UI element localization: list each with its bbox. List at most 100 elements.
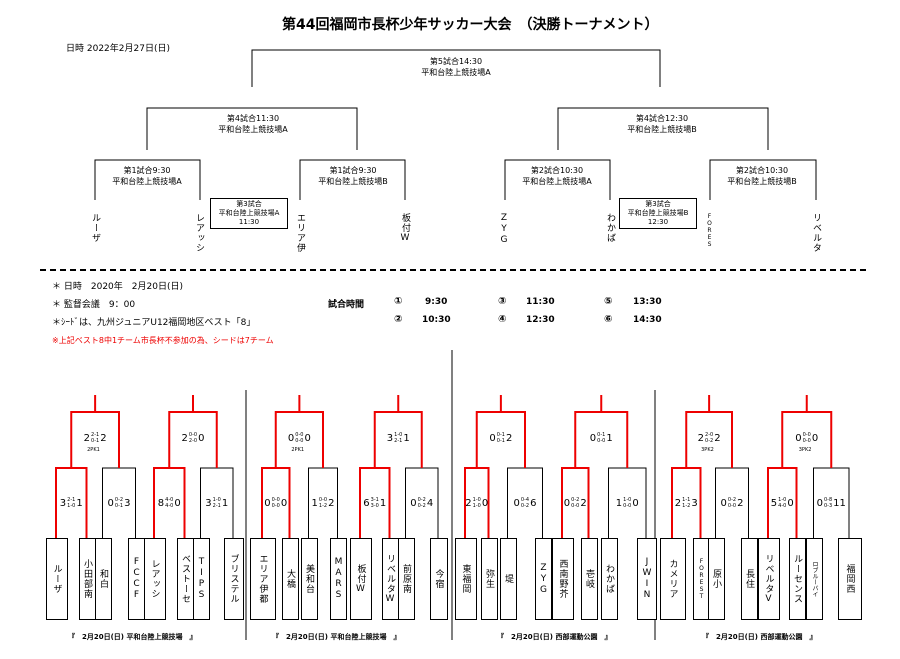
final-team-8: リベルタ [811, 213, 821, 253]
team-name: 今宿 [433, 569, 444, 589]
team-name: 堤 [503, 574, 513, 584]
team-name: 大橋 [285, 569, 295, 589]
team-box: ベストーセ [177, 538, 194, 620]
date-label: 日時 2022年2月27日(日) [66, 44, 170, 54]
team-box: 美和台 [301, 538, 318, 620]
top-score-left-pk: 2PK1 [291, 447, 305, 453]
team-name: 壱岐 [584, 569, 594, 589]
team-box: 前原南 [398, 538, 415, 620]
team-box: ブリステル [224, 538, 244, 620]
info-note: ※上記ベスト8中1チーム市長杯不参加の為、シードは7チーム [52, 336, 274, 345]
team-box: MARS [330, 538, 347, 620]
team-name: 長住 [744, 569, 754, 589]
time-no-1: ① [394, 296, 403, 307]
team-box: 長住 [741, 538, 758, 620]
team-name: エリア伊都 [257, 554, 268, 604]
team-box: ルーセンス [789, 538, 806, 620]
team-box: ZYG [535, 538, 552, 620]
team-name: 西南野芥 [557, 559, 568, 599]
team-name: カメリア [667, 559, 678, 599]
team-box: JWIN [637, 538, 657, 620]
time-no-2: ② [394, 314, 403, 325]
time-1: 9:30 [425, 297, 448, 307]
team-name: FCCF [131, 557, 142, 601]
info-seed: ＊ｼｰﾄﾞは、九州ジュニアU12福岡地区ベスト「8」 [52, 318, 256, 328]
group-caption: 『 2月20日(日) 平和台陸上競技場 』 [68, 633, 197, 641]
team-box: 和白 [95, 538, 112, 620]
time-4: 12:30 [526, 315, 555, 325]
team-box: リベルタW [382, 538, 399, 620]
team-name: リベルタV [763, 553, 774, 605]
team-name: ルーセンス [792, 554, 802, 604]
team-name: レアッシ [149, 559, 160, 599]
team-box: わかば [601, 538, 618, 620]
team-box: 大橋 [282, 538, 299, 620]
team-box: レアッシ [144, 538, 166, 620]
info-date: ＊ 日時 2020年 2月20日(日) [52, 282, 183, 292]
times-label: 試合時間 [328, 300, 365, 310]
top-score-left-pk: 2PK1 [87, 447, 100, 453]
team-name: 和白 [98, 569, 108, 589]
team-name: 福岡西 [844, 564, 855, 594]
time-2: 10:30 [422, 315, 451, 325]
final-team-2: レアッシ [194, 213, 204, 253]
time-no-4: ④ [498, 314, 507, 325]
team-box: TIPS [193, 538, 210, 620]
team-name: 板付W [355, 563, 366, 595]
team-box: 弥生 [481, 538, 498, 620]
team-box: FCCF [128, 538, 145, 620]
team-name: TIPS [196, 557, 207, 601]
team-name: ベストーセ [180, 554, 190, 604]
team-name: 美和台 [304, 564, 314, 594]
team-box: 西南野芥 [552, 538, 574, 620]
team-box: エリア伊都 [250, 538, 276, 620]
time-6: 14:30 [633, 315, 662, 325]
team-name: 原小 [711, 569, 721, 589]
team-box: 福岡西 [838, 538, 862, 620]
team-name: リベルタW [385, 553, 395, 605]
team-box: 小田部南 [79, 538, 96, 620]
team-name: ブリステル [228, 554, 239, 604]
team-box: ロブルーバイ [806, 538, 823, 620]
team-name: わかば [604, 564, 614, 594]
final-team-1: ルーザ [90, 213, 100, 243]
team-name: ルーザ [51, 564, 62, 594]
time-5: 13:30 [633, 297, 662, 307]
team-name: FOREST [698, 558, 705, 600]
team-name: 前原南 [401, 564, 411, 594]
team-name: 弥生 [484, 569, 494, 589]
final-team-7: FORES [706, 213, 713, 248]
team-box: 原小 [708, 538, 725, 620]
team-box: カメリア [660, 538, 686, 620]
team-name: ZYG [538, 562, 549, 596]
time-no-6: ⑥ [604, 314, 613, 325]
page-title: 第44回福岡市長杯少年サッカー大会 （決勝トーナメント） [282, 17, 659, 33]
info-meeting: ＊ 監督会議 9：00 [52, 300, 136, 310]
team-name: MARS [333, 557, 344, 601]
team-name: JWIN [642, 557, 652, 601]
